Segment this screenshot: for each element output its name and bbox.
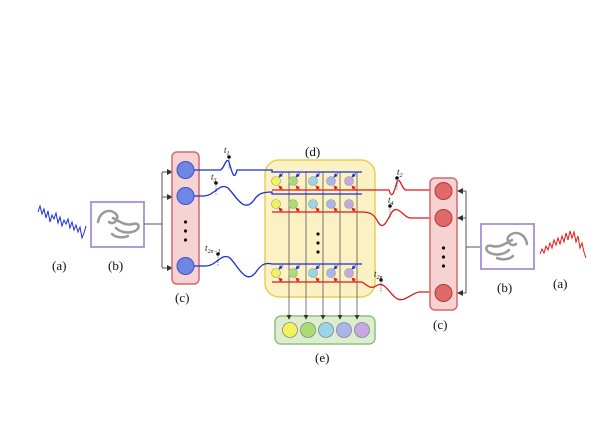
right-input-waveform [539, 230, 587, 259]
left-neuron-n [176, 257, 195, 275]
output-neuron-yellow [282, 322, 298, 338]
spike-marker-t2n: t2n [374, 269, 383, 292]
left-input-waveform [37, 204, 87, 240]
label-c-right: (c) [433, 317, 447, 332]
left-ellipsis-dot [183, 220, 188, 224]
left-neuron-1 [176, 161, 195, 179]
svg-text:t2n: t2n [374, 269, 383, 281]
right-neuron-n [434, 284, 453, 302]
label-b-right: (b) [497, 280, 512, 295]
spike-marker-t4: t4 [388, 195, 394, 218]
spike-marker-t3: t3 [211, 172, 218, 195]
right-ellipsis-dot [441, 246, 446, 250]
grid-row-n [271, 268, 354, 278]
label-c-left: (c) [175, 290, 189, 305]
label-a-right: (a) [553, 276, 567, 291]
spike-marker-t2n-1: t2n−1 [205, 243, 221, 266]
right-neuron-2 [434, 209, 453, 227]
output-connections [286, 172, 360, 320]
grid-ellipsis [316, 232, 320, 254]
svg-text:t2n−1: t2n−1 [205, 243, 221, 255]
svg-text:t3: t3 [211, 172, 217, 184]
right-neuron-panel [429, 177, 458, 311]
svg-text:t2: t2 [397, 167, 403, 179]
label-a-left: (a) [52, 258, 66, 273]
spike-marker-t2: t2 [395, 167, 403, 190]
label-e: (e) [315, 350, 329, 365]
grid-row-1 [271, 176, 354, 186]
right-cochlea-icon [485, 231, 529, 261]
grid-small-arrows [278, 172, 357, 283]
label-b-left: (b) [108, 258, 123, 273]
left-cochlea-icon [96, 209, 140, 239]
output-neuron-purple [354, 322, 370, 338]
left-neuron-2 [176, 187, 195, 205]
svg-text:t1: t1 [224, 145, 230, 157]
spike-marker-t1: t1 [224, 145, 231, 169]
right-neuron-1 [434, 182, 453, 200]
left-neuron-panel [171, 151, 200, 285]
grid-row-2 [271, 199, 354, 209]
coincidence-panel [264, 159, 376, 298]
label-d: (d) [305, 144, 320, 159]
output-neuron-green [300, 322, 316, 338]
svg-text:t4: t4 [388, 195, 394, 207]
output-neuron-cyan [318, 322, 334, 338]
output-neuron-blue [336, 322, 352, 338]
